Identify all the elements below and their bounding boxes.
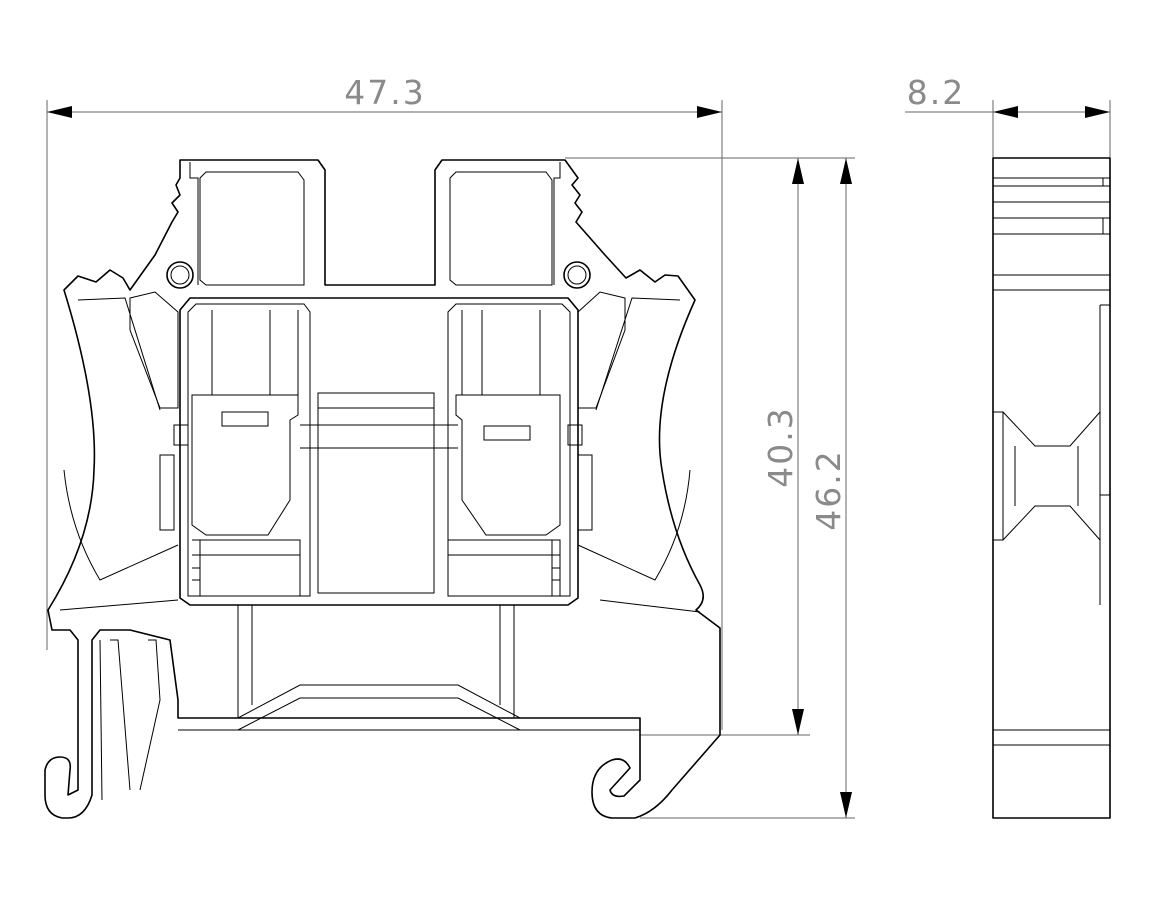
front-right-pad	[567, 424, 583, 446]
side-outer	[992, 157, 1111, 819]
front-central-chamber	[179, 297, 579, 606]
front-right-clamp-tab	[483, 425, 531, 441]
front-left-clamp-body	[211, 310, 299, 395]
front-right-slot	[577, 454, 593, 531]
front-screw-hole-left	[166, 261, 194, 289]
front-base-bridge	[190, 684, 600, 719]
side-view	[992, 157, 1111, 819]
front-right-clamp-cage	[455, 394, 561, 536]
front-right-clamp-body	[461, 310, 541, 395]
front-base-bridge-inner	[237, 697, 521, 731]
side-top-bands	[993, 177, 1110, 291]
front-right-rib	[577, 297, 691, 581]
front-left-top-opening	[199, 171, 305, 286]
front-view	[44, 159, 721, 819]
side-bottom-bands	[993, 729, 1110, 746]
front-left-clamp-lower	[192, 539, 301, 596]
front-screw-hole-left-inner	[170, 265, 190, 285]
side-middle-profile	[993, 411, 1101, 541]
dimension-height-total: 46.2	[640, 157, 855, 819]
front-center-busbar-detail	[300, 407, 458, 449]
dimension-label-height-inner: 40.3	[761, 406, 800, 487]
dimension-width-front: 47.3	[46, 73, 723, 730]
side-right-rail	[1099, 304, 1110, 605]
front-left-top-rail	[189, 162, 199, 285]
front-right-clamp-lower	[448, 539, 561, 596]
front-screw-hole-right-inner	[567, 265, 587, 285]
dimension-width-side: 8.2	[905, 73, 1111, 160]
front-left-rib	[63, 297, 179, 581]
front-center-busbar	[317, 392, 435, 594]
dimension-height-inner: 40.3	[565, 157, 810, 736]
front-base-outline-inner	[59, 599, 701, 731]
dimension-label-width-side: 8.2	[907, 73, 965, 112]
dimension-label-height-total: 46.2	[809, 449, 848, 530]
front-base-posts	[237, 605, 515, 718]
front-din-hook-left	[99, 639, 161, 801]
front-central-chamber-inner	[187, 303, 311, 597]
front-right-top-rail	[553, 162, 561, 285]
front-right-shoulder	[577, 291, 626, 409]
dimension-label-width-front: 47.3	[344, 73, 425, 112]
front-right-top-opening	[449, 171, 553, 286]
front-left-shoulder	[129, 291, 179, 409]
front-left-pad	[173, 424, 189, 446]
front-screw-hole-right	[563, 261, 591, 289]
front-left-clamp-cage	[191, 394, 299, 536]
side-middle-core	[1014, 446, 1079, 506]
front-outer-outline	[44, 159, 721, 819]
front-left-slot	[159, 454, 175, 531]
front-left-clamp-tab	[221, 411, 269, 427]
front-right-chamber-inner	[447, 303, 571, 597]
